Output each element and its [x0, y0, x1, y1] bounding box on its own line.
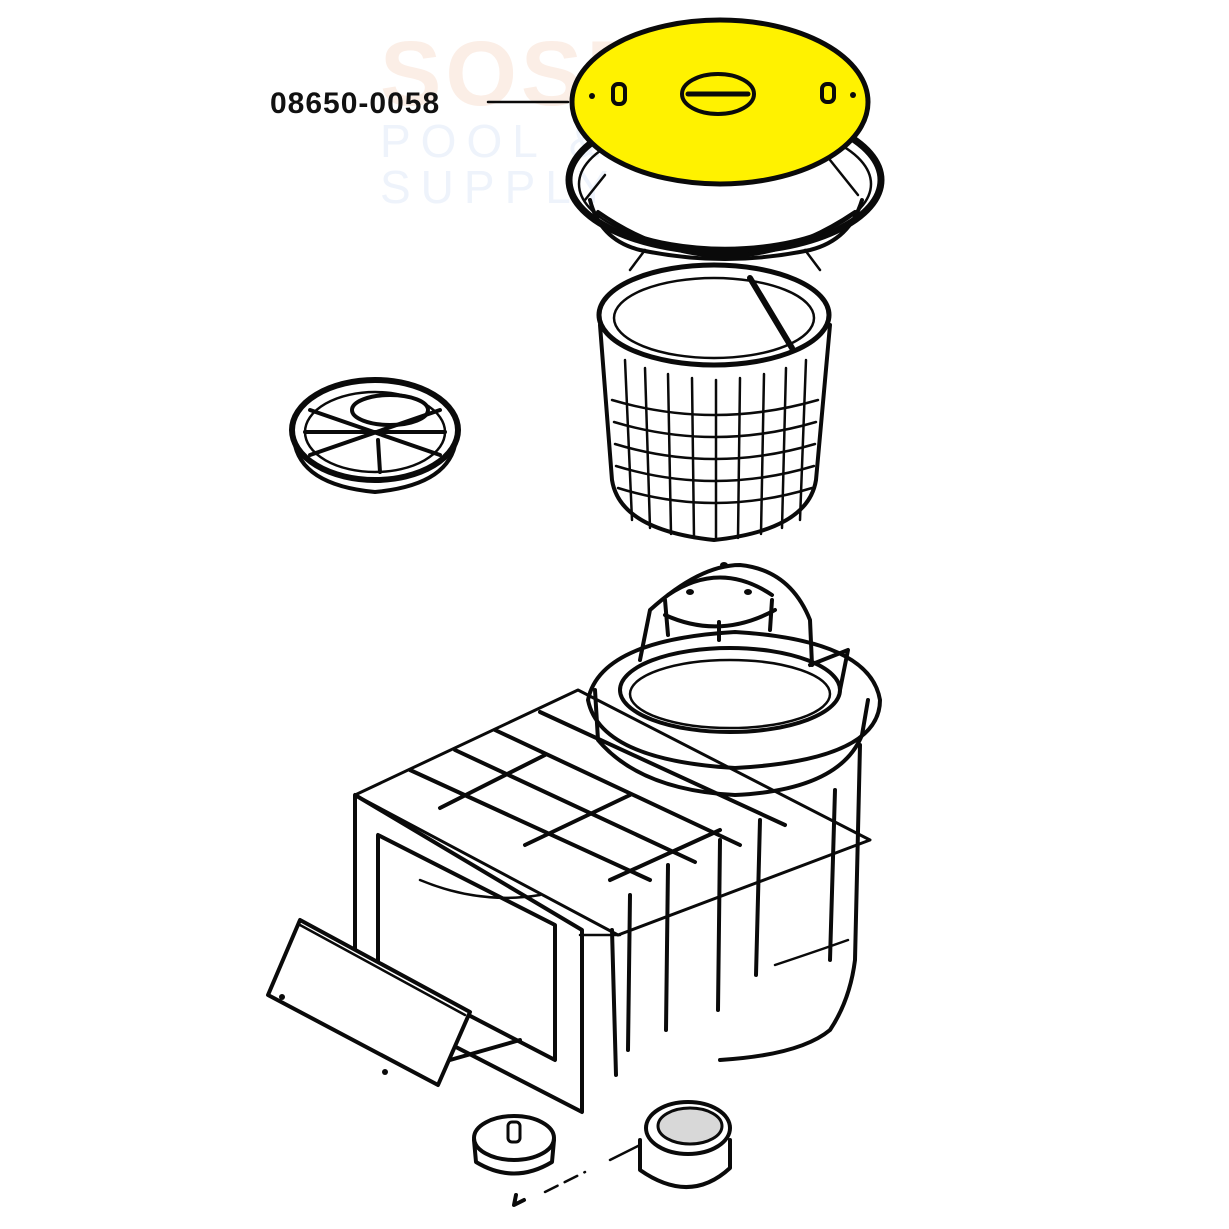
flow-adjuster-plate — [289, 377, 461, 494]
skimmer-body — [353, 562, 882, 1114]
skimmer-basket — [596, 262, 832, 542]
part-number-callout: 08650-0058 — [270, 87, 441, 120]
outlet-port — [638, 1100, 732, 1189]
skimmer-lid — [569, 17, 871, 187]
weir-door — [266, 918, 522, 1087]
port-plug — [472, 1114, 642, 1207]
